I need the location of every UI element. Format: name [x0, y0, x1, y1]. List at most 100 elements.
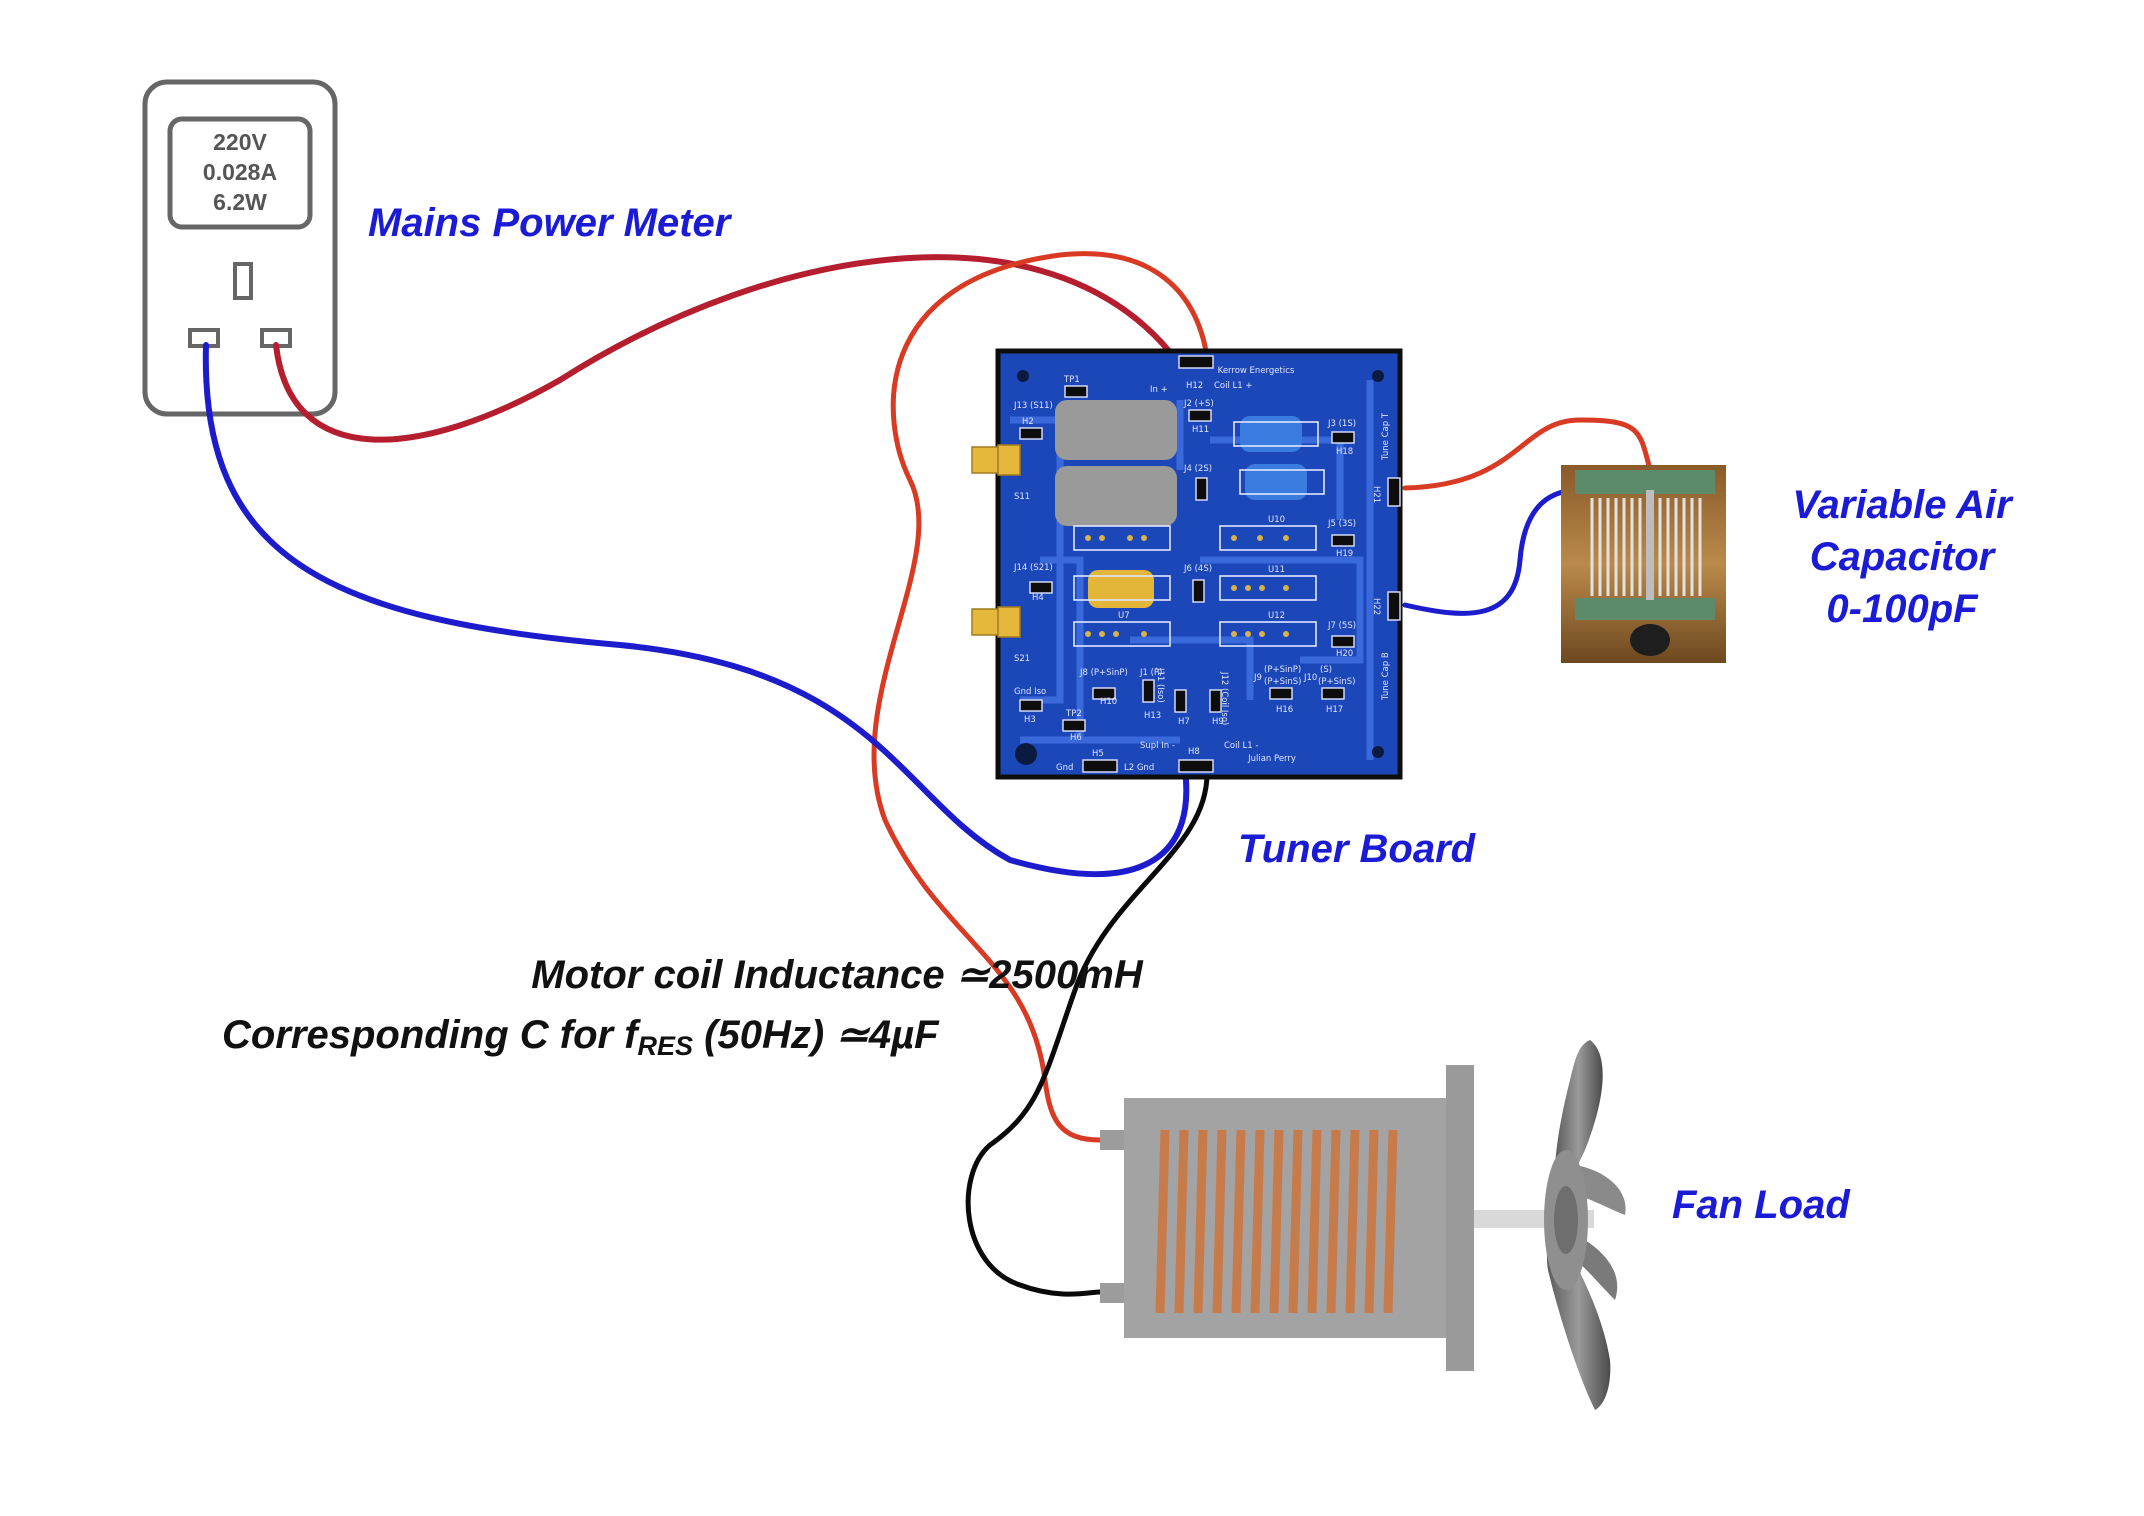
- note-inductance: Motor coil Inductance ≃2500mH: [531, 953, 1144, 997]
- capacitor-bottom-frame: [1575, 598, 1715, 620]
- silk-supl-in: Supl In -: [1140, 741, 1175, 751]
- silk-j13: J13 (S11): [1013, 401, 1053, 411]
- silk-s21: S21: [1014, 654, 1030, 664]
- silk-j7: J7 (5S): [1327, 621, 1356, 631]
- tuner-board: Kerrow Energetics Julian Perry TP1 In + …: [971, 348, 1403, 780]
- silk-h4: H4: [1032, 593, 1044, 603]
- silk-h13: H13: [1144, 711, 1161, 721]
- silk-j10-val: (S): [1320, 665, 1332, 675]
- smb-connector-s21: [971, 608, 1003, 636]
- silk-h19: H19: [1336, 549, 1353, 559]
- silk-gnd: Gnd: [1056, 763, 1073, 773]
- motor-terminal-bottom: [1100, 1283, 1126, 1303]
- silk-j2: J2 (+S): [1183, 399, 1214, 409]
- capacitor-blue-2: [1245, 464, 1307, 500]
- silk-j5: J5 (3S): [1327, 519, 1356, 529]
- motor-terminal-top: [1100, 1130, 1126, 1150]
- silk-tp2: TP2: [1065, 709, 1082, 719]
- silk-j9-val2: (P+SinS): [1264, 677, 1301, 687]
- wire-mains-live: [273, 254, 1183, 443]
- wire-mains-neutral: [202, 342, 1190, 877]
- silk-in-plus: In +: [1150, 385, 1168, 395]
- note-capacitance-prefix: Corresponding C for f: [222, 1013, 641, 1057]
- silk-h6: H6: [1070, 733, 1082, 743]
- capacitor-knob: [1630, 624, 1670, 656]
- silk-j11: J11 (Iso): [1155, 667, 1165, 703]
- motor-flange: [1446, 1065, 1474, 1371]
- capacitor-yellow: [1088, 570, 1154, 608]
- silk-tune-cap-t: Tune Cap T: [1381, 412, 1391, 461]
- silk-coil-l1-plus: Coil L1 +: [1214, 381, 1253, 391]
- pcb-author: Julian Perry: [1247, 754, 1296, 764]
- silk-j14: J14 (S21): [1013, 563, 1053, 573]
- silk-j3: J3 (1S): [1327, 419, 1356, 429]
- silk-j1: J1 (P): [1139, 668, 1162, 678]
- meter-voltage: 220V: [213, 129, 267, 155]
- fan-motor: [1100, 1040, 1626, 1410]
- silk-h20: H20: [1336, 649, 1353, 659]
- silk-h8: H8: [1188, 747, 1200, 757]
- silk-h11: H11: [1192, 425, 1209, 435]
- silk-gnd-iso: Gnd Iso: [1014, 687, 1046, 697]
- silk-j12: J12 (Coil Iso): [1219, 671, 1229, 725]
- meter-display: [167, 116, 313, 230]
- silk-h10: H10: [1100, 697, 1117, 707]
- earth-slot: [233, 262, 253, 300]
- silk-j8: J8 (P+SinP): [1079, 668, 1128, 678]
- fan-load-label: Fan Load: [1672, 1183, 1851, 1227]
- wire-tune-cap-b: [1402, 487, 1583, 616]
- silk-u10: U10: [1268, 515, 1285, 525]
- silk-h18: H18: [1336, 447, 1353, 457]
- mains-power-meter: 220V 0.028A 6.2W: [142, 79, 338, 417]
- silk-coil-l1-minus: Coil L1 -: [1224, 741, 1258, 751]
- pcb-headers: [1019, 355, 1401, 773]
- mounting-hole: [1017, 370, 1029, 382]
- silk-j9: J9: [1253, 673, 1262, 683]
- wire-tune-cap-t: [1402, 417, 1653, 491]
- silk-j10: J10: [1303, 673, 1317, 683]
- variable-air-capacitor: [1561, 465, 1726, 663]
- note-capacitance-subscript: RES: [638, 1031, 694, 1061]
- silk-tp1: TP1: [1063, 375, 1080, 385]
- tuner-board-label: Tuner Board: [1238, 827, 1477, 871]
- capacitor-label-line2: Capacitor: [1810, 535, 1997, 579]
- relay-bottom: [1055, 466, 1177, 526]
- capacitor-label-line3: 0-100pF: [1826, 587, 1979, 631]
- capacitor-label-line1: Variable Air: [1792, 483, 2014, 527]
- silk-h17: H17: [1326, 705, 1343, 715]
- mounting-hole: [1015, 743, 1037, 765]
- silk-u11: U11: [1268, 565, 1285, 575]
- silk-h9: H9: [1212, 717, 1224, 727]
- pcb-pads: [1085, 535, 1289, 637]
- note-capacitance-suffix: (50Hz) ≃4µF: [693, 1013, 940, 1057]
- relay-top: [1055, 400, 1177, 460]
- silk-h21: H21: [1371, 486, 1381, 503]
- mounting-hole: [1372, 370, 1384, 382]
- silk-u7: U7: [1118, 611, 1130, 621]
- smb-connector-s11: [971, 446, 1003, 474]
- silk-j9-val: (P+SinP): [1264, 665, 1301, 675]
- silk-h16: H16: [1276, 705, 1293, 715]
- silk-j10-val2: (P+SinS): [1318, 677, 1355, 687]
- capacitor-shaft: [1646, 490, 1654, 600]
- motor-body: [1124, 1098, 1448, 1338]
- silk-j6: J6 (4S): [1183, 564, 1212, 574]
- silk-h5: H5: [1092, 749, 1104, 759]
- power-meter-label: Mains Power Meter: [368, 201, 733, 245]
- silk-tune-cap-b: Tune Cap B: [1381, 652, 1391, 701]
- pcb-brand: Kerrow Energetics: [1218, 366, 1295, 376]
- motor-coil-windings: [1155, 1129, 1398, 1314]
- smb-connector-s11-body: [997, 444, 1021, 476]
- silk-h22: H22: [1371, 598, 1381, 615]
- wires: [202, 251, 1653, 1297]
- capacitor-plates: [1590, 498, 1702, 596]
- capacitor-blue-1: [1240, 416, 1302, 452]
- ic-outlines: [1073, 421, 1325, 647]
- note-capacitance: Corresponding C for fRES (50Hz) ≃4µF: [222, 1013, 940, 1061]
- silk-j4: J4 (2S): [1183, 464, 1212, 474]
- mounting-hole: [1372, 746, 1384, 758]
- silk-l2-gnd: L2 Gnd: [1124, 763, 1154, 773]
- wire-coil-l1-plus: [871, 251, 1211, 1143]
- silk-s11: S11: [1014, 492, 1030, 502]
